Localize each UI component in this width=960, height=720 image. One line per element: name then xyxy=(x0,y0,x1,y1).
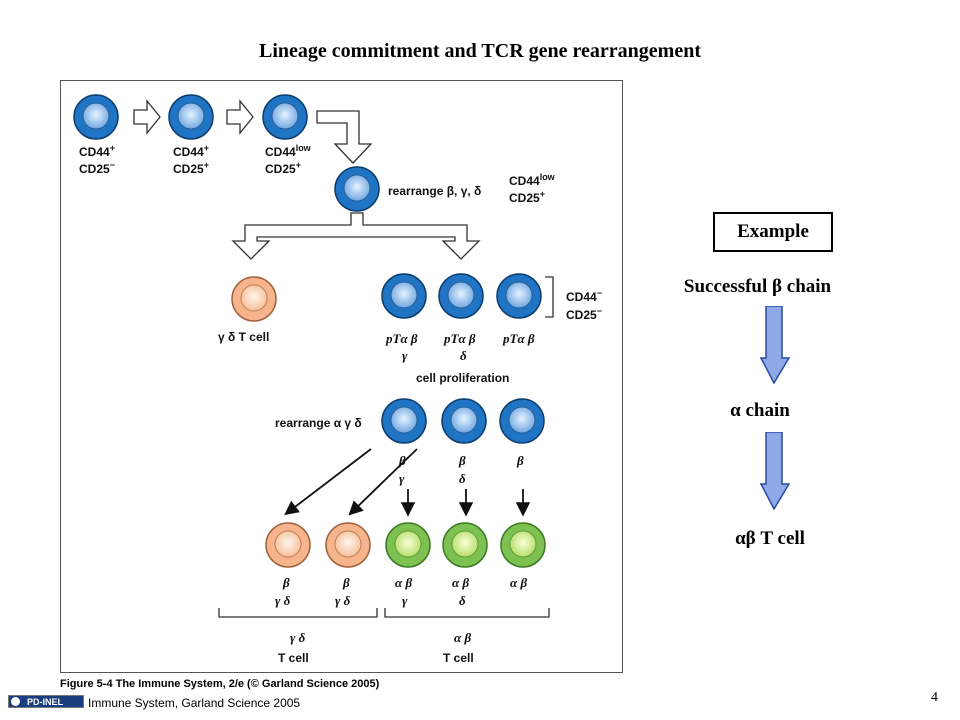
group-ab-greek: α β xyxy=(454,630,471,645)
figure-caption: Figure 5-4 The Immune System, 2/e (© Gar… xyxy=(60,678,380,690)
cell-mid-2 xyxy=(441,398,487,444)
final-sub-4: δ xyxy=(459,593,466,608)
cell-pre-t-1 xyxy=(381,273,427,319)
cell-mid-1 xyxy=(381,398,427,444)
lineage-diagram: CD44+ CD25− CD44+ CD25+ CD44low CD25+ re… xyxy=(73,94,602,665)
slide-title: Lineage commitment and TCR gene rearrang… xyxy=(259,40,701,62)
group-ab-label: T cell xyxy=(443,651,474,665)
svg-text:CD44low: CD44low xyxy=(265,143,312,159)
pta-label-1: pTα β xyxy=(385,331,418,346)
svg-text:CD44−: CD44− xyxy=(566,288,602,304)
stage-label-1: CD44+ CD25− xyxy=(79,143,115,176)
license-badge-text: PD-INEL xyxy=(27,697,63,707)
cell-rearranging xyxy=(334,166,380,212)
gd-tcell-label: γ δ T cell xyxy=(218,330,269,344)
mid-sub-1: γ xyxy=(399,471,405,486)
stage-label-2: CD44+ CD25+ xyxy=(173,143,209,176)
cell-dn3 xyxy=(262,94,308,140)
cell-mid-3 xyxy=(499,398,545,444)
cell-gd-tcell xyxy=(231,276,277,322)
cell-final-gd-2 xyxy=(325,522,371,568)
cell-pre-t-2 xyxy=(438,273,484,319)
bracket-right xyxy=(545,276,554,318)
branch-arrow xyxy=(231,212,481,260)
mid-sub-2: δ xyxy=(459,471,466,486)
example-step-tcell: αβ T cell xyxy=(735,528,805,549)
pta-label-2: pTα β xyxy=(443,331,476,346)
bracket-gd-group xyxy=(218,608,378,618)
pta-label-3: pTα β xyxy=(502,331,535,346)
final-label-3: α β xyxy=(395,575,412,590)
arrow-to-gd-1 xyxy=(284,448,372,516)
figure-panel: CD44+ CD25− CD44+ CD25+ CD44low CD25+ re… xyxy=(60,80,623,673)
svg-text:CD25−: CD25− xyxy=(79,160,115,176)
group-gd-label: T cell xyxy=(278,651,309,665)
cell-dn2 xyxy=(168,94,214,140)
cell-final-ab-1 xyxy=(385,522,431,568)
final-sub-2: γ δ xyxy=(335,593,351,608)
svg-text:CD25+: CD25+ xyxy=(265,160,301,176)
final-sub-3: γ xyxy=(402,593,408,608)
cell-dn1 xyxy=(73,94,119,140)
svg-text:CD44low: CD44low xyxy=(509,172,556,188)
cell-final-gd-1 xyxy=(265,522,311,568)
final-label-2: β xyxy=(342,575,350,590)
svg-text:CD25+: CD25+ xyxy=(509,189,545,205)
down-arrow-1 xyxy=(760,306,790,384)
mid-label-2: β xyxy=(458,453,466,468)
license-icon xyxy=(11,697,20,706)
source-credit: Immune System, Garland Science 2005 xyxy=(88,696,301,710)
block-arrow-2 xyxy=(226,99,254,135)
down-arrow-2 xyxy=(760,432,790,510)
example-box: Example xyxy=(713,212,833,252)
final-sub-1: γ δ xyxy=(275,593,291,608)
cell-final-ab-3 xyxy=(500,522,546,568)
final-label-4: α β xyxy=(452,575,469,590)
final-label-5: α β xyxy=(510,575,527,590)
mid-label-1: β xyxy=(398,453,406,468)
stage-label-3: CD44low CD25+ xyxy=(265,143,312,176)
page-number: 4 xyxy=(931,690,938,705)
rearrange-beta-gamma-delta: rearrange β, γ, δ xyxy=(388,184,481,198)
arrow-to-gd-2 xyxy=(348,448,418,516)
svg-text:CD44+: CD44+ xyxy=(173,143,209,159)
cell-pre-t-3 xyxy=(496,273,542,319)
svg-text:CD44+: CD44+ xyxy=(79,143,115,159)
example-step-alpha: α chain xyxy=(730,400,790,421)
cell-proliferation-label: cell proliferation xyxy=(416,371,509,385)
rearrange-alpha-gamma-delta: rearrange α γ δ xyxy=(275,416,362,430)
pta-sub-2: δ xyxy=(460,348,467,363)
pta-sub-1: γ xyxy=(402,348,408,363)
cell-final-ab-2 xyxy=(442,522,488,568)
bracket-marker: CD44− CD25− xyxy=(566,288,602,322)
block-arrow-1 xyxy=(133,99,161,135)
example-step-beta: Successful β chain xyxy=(683,276,832,297)
group-gd-greek: γ δ xyxy=(290,630,306,645)
bracket-ab-group xyxy=(384,608,550,618)
svg-text:CD25−: CD25− xyxy=(566,306,602,322)
license-badge: PD-INEL xyxy=(8,695,84,708)
rearrange-marker: CD44low CD25+ xyxy=(509,172,556,205)
svg-text:CD25+: CD25+ xyxy=(173,160,209,176)
final-label-1: β xyxy=(282,575,290,590)
bent-arrow xyxy=(316,110,373,164)
mid-label-3: β xyxy=(516,453,524,468)
